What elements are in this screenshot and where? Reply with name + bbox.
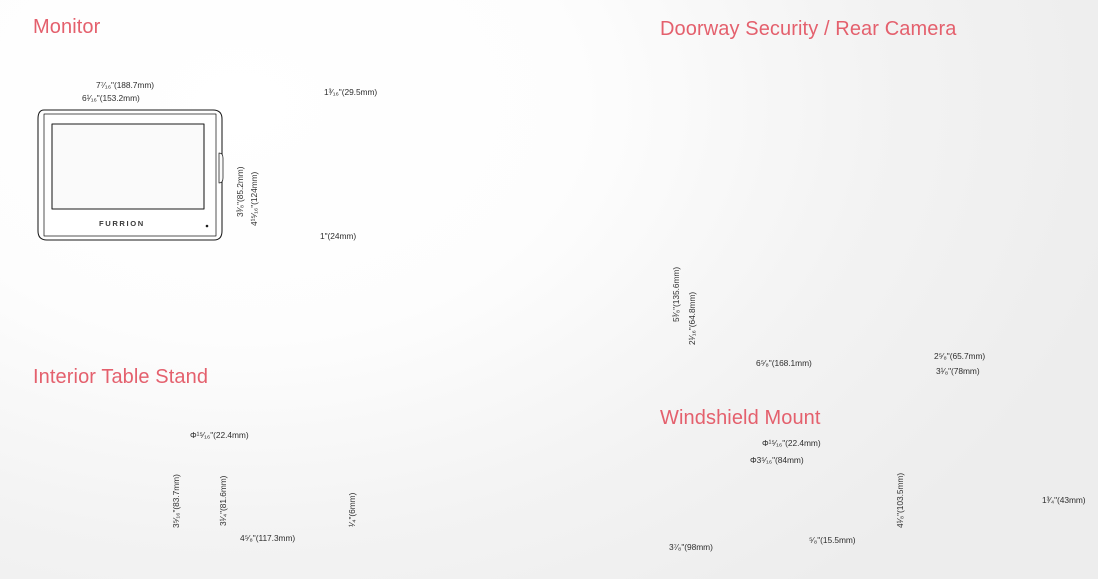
dim-windshield-base-height: ⁵⁄₈"(15.5mm)	[809, 535, 856, 545]
dim-monitor-overall-height: 4¹⁵⁄₁₆"(124mm)	[249, 171, 259, 226]
dim-windshield-base-width: 1³⁄₄"(43mm)	[1042, 495, 1086, 505]
dim-monitor-overall-width: 7⁷⁄₁₆"(188.7mm)	[96, 80, 155, 90]
dim-camera-overall-width: 6⁵⁄₈"(168.1mm)	[756, 358, 812, 368]
dim-monitor-screen-height: 3³⁄₈"(85.2mm)	[235, 166, 245, 217]
furrion-logo: FURRION	[99, 219, 145, 228]
dim-stand-base-thickness: ¹⁄₄"(6mm)	[347, 492, 357, 527]
dim-stand-depth: 4⁵⁄₈"(117.3mm)	[240, 533, 296, 543]
dim-monitor-depth-bottom: 1"(24mm)	[320, 231, 357, 241]
dim-windshield-ball-dia: Φ¹⁵⁄₁₆"(22.4mm)	[762, 438, 821, 448]
dim-monitor-screen-width: 6¹⁄₁₆"(153.2mm)	[82, 93, 140, 103]
section-title-interior-table-stand: Interior Table Stand	[33, 366, 209, 388]
dim-camera-side-depth: 2⁵⁄₈"(65.7mm)	[934, 351, 986, 361]
section-title-monitor: Monitor	[33, 16, 101, 38]
dim-camera-overall-height: 5³⁄₈"(135.6mm)	[671, 266, 681, 322]
dim-monitor-depth-top: 1³⁄₁₆"(29.5mm)	[324, 87, 378, 97]
dim-camera-body-height: 2¹⁄₁₆"(64.8mm)	[687, 291, 697, 345]
dim-stand-height: 3¹⁄₄"(81.6mm)	[218, 475, 228, 526]
dim-windshield-suction-width: 3⁷⁄₈"(98mm)	[669, 542, 713, 552]
dim-camera-base-depth: 3¹⁄₈"(78mm)	[936, 366, 980, 376]
monitor-front-view	[37, 109, 224, 241]
section-title-camera: Doorway Security / Rear Camera	[660, 18, 957, 40]
dim-windshield-suction-dia: Φ3⁵⁄₁₆"(84mm)	[750, 455, 804, 465]
section-title-windshield-mount: Windshield Mount	[660, 407, 821, 429]
dim-stand-ball-dia: Φ¹⁵⁄₁₆"(22.4mm)	[190, 430, 249, 440]
dim-stand-plate-height: 3⁵⁄₁₆"(83.7mm)	[171, 474, 181, 528]
dim-windshield-total-height: 4¹⁄₈"(103.5mm)	[895, 472, 905, 528]
